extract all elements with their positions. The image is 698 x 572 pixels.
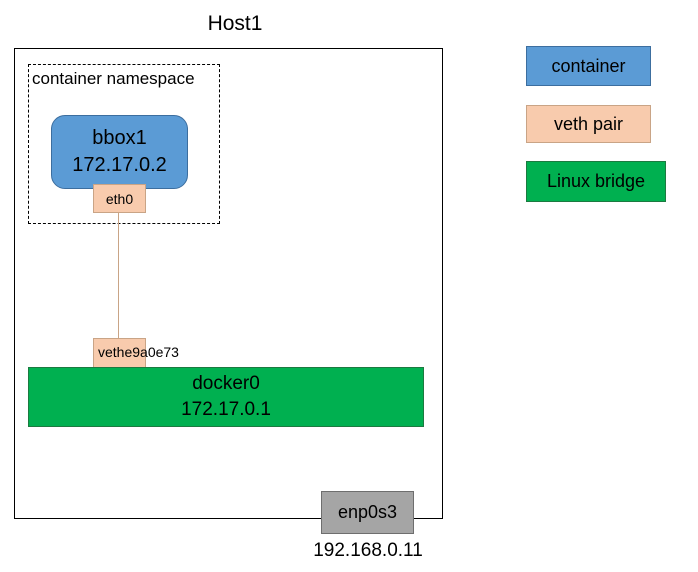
host-title: Host1 <box>207 12 263 35</box>
veth-link-line <box>118 213 119 338</box>
enp0s3-nic: enp0s3 <box>321 491 414 534</box>
docker0-bridge: docker0 172.17.0.1 <box>28 367 424 427</box>
bridge-ip: 172.17.0.1 <box>181 399 271 420</box>
legend-linux-bridge: Linux bridge <box>526 161 666 202</box>
vethe-label: vethe9a0e73 <box>98 344 179 360</box>
container-namespace-box <box>28 64 220 224</box>
legend-linux-bridge-label: Linux bridge <box>546 171 646 191</box>
container-namespace-label: container namespace <box>32 69 195 88</box>
eth0-interface: eth0 <box>93 184 146 213</box>
legend-veth-pair: veth pair <box>526 105 651 143</box>
container-name: bbox1 <box>92 127 147 149</box>
nic-ip: 192.168.0.11 <box>313 540 423 561</box>
bridge-name: docker0 <box>192 373 260 395</box>
host-box <box>14 48 443 519</box>
nic-name: enp0s3 <box>337 502 398 522</box>
legend-veth-pair-label: veth pair <box>553 113 624 134</box>
container-bbox1: bbox1 172.17.0.2 <box>51 115 188 189</box>
container-ip: 172.17.0.2 <box>72 154 167 176</box>
legend-container: container <box>526 46 651 86</box>
legend-container-label: container <box>551 55 626 76</box>
eth0-label: eth0 <box>105 190 134 207</box>
